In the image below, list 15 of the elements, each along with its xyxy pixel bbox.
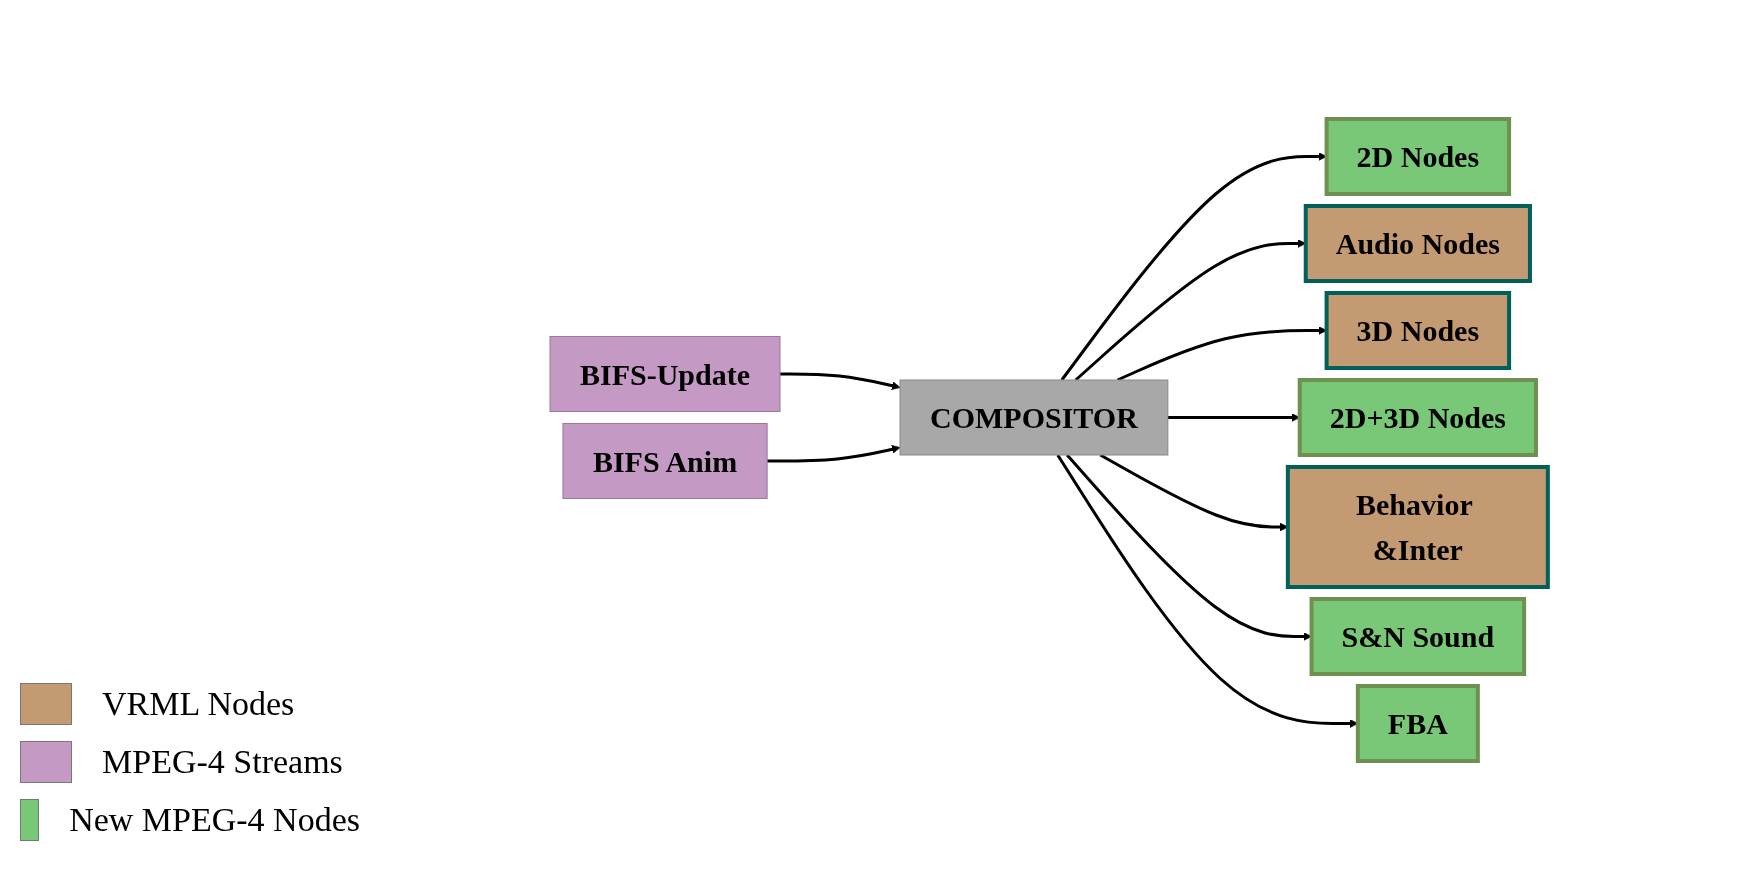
node-box: BIFS Anim [562,422,768,499]
node-box: 2D+3D Nodes [1297,377,1539,457]
legend-label: New MPEG-4 Nodes [69,801,360,839]
legend-label: MPEG-4 Streams [102,743,343,781]
node-box: Behavior &Inter [1285,464,1550,589]
legend-label: VRML Nodes [102,685,295,723]
node-box: FBA [1355,683,1480,763]
node-box: Audio Nodes [1303,203,1533,283]
node-box: BIFS-Update [549,335,781,412]
arrow [780,372,901,390]
node-box: COMPOSITOR [899,379,1169,455]
arrow [767,444,901,462]
node-box: 2D Nodes [1324,116,1512,196]
node-box: S&N Sound [1309,596,1527,676]
node-box: 3D Nodes [1324,290,1512,370]
